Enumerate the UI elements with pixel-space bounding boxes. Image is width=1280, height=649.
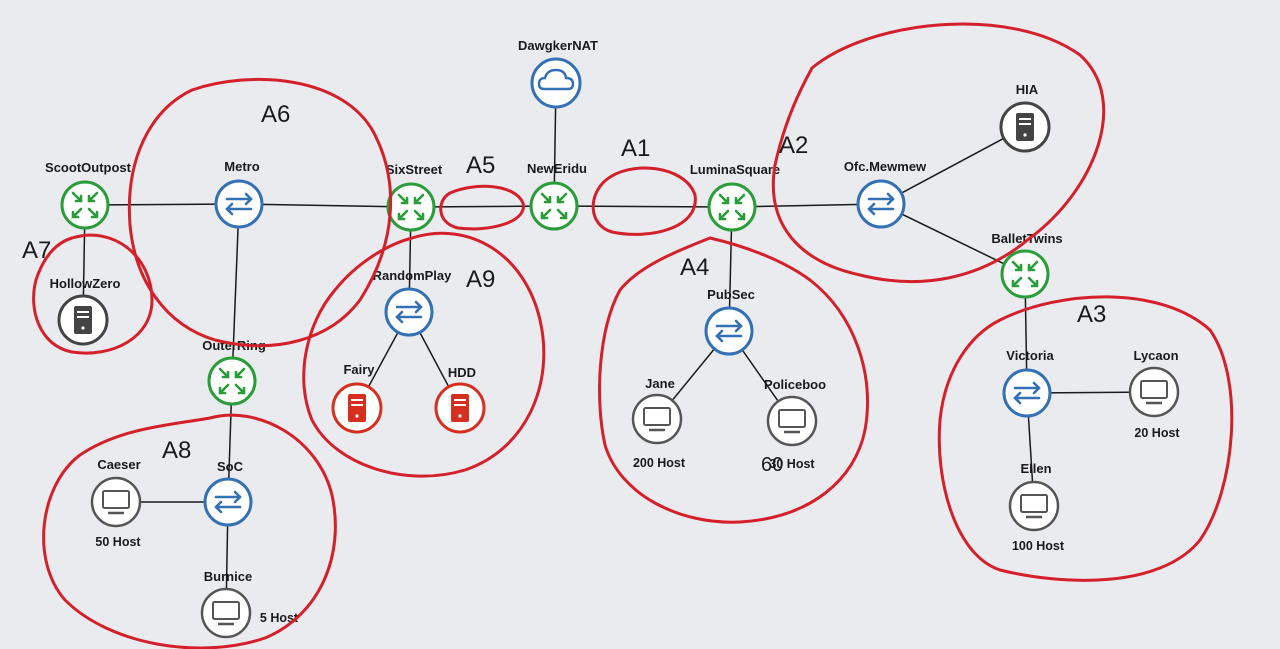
- node-label-scootoutpost: ScootOutpost: [45, 160, 132, 175]
- pc-icon[interactable]: [766, 395, 818, 447]
- router-icon[interactable]: [707, 182, 757, 232]
- node-label-lycaon: Lycaon: [1133, 348, 1178, 363]
- node-label-ofcmewmew: Ofc.Mewmew: [844, 159, 927, 174]
- area-ring-a6: [127, 77, 393, 348]
- node-label-fairy: Fairy: [343, 362, 375, 377]
- pc-icon[interactable]: [200, 587, 252, 639]
- area-ring-a9: [302, 231, 546, 478]
- switch-icon[interactable]: [1002, 368, 1052, 418]
- switch-icon[interactable]: [203, 477, 253, 527]
- area-ring-a4: [598, 236, 869, 524]
- node-label-ellen: Ellen: [1020, 461, 1051, 476]
- node-label-metro: Metro: [224, 159, 259, 174]
- node-label-burnice: Burnice: [204, 569, 252, 584]
- annotation-60: 60: [761, 454, 783, 476]
- area-label-a1: A1: [621, 135, 650, 162]
- node-label-pubsec: PubSec: [707, 287, 755, 302]
- server-icon[interactable]: [331, 382, 383, 434]
- node-label-policeboo: Policeboo: [764, 377, 826, 392]
- switch-icon[interactable]: [214, 179, 264, 229]
- area-label-a4: A4: [680, 254, 709, 281]
- area-ring-a7: [32, 233, 154, 355]
- area-label-a6: A6: [261, 101, 290, 128]
- host-count-caeser: 50 Host: [95, 535, 141, 549]
- switch-icon[interactable]: [704, 306, 754, 356]
- node-label-hollowzero: HollowZero: [50, 276, 121, 291]
- link-ofcmewmew-ballettwins: [880, 203, 1026, 275]
- link-ofcmewmew-hia: [880, 126, 1026, 205]
- router-icon[interactable]: [207, 356, 257, 406]
- router-icon[interactable]: [386, 182, 436, 232]
- pc-icon[interactable]: [1128, 366, 1180, 418]
- area-ring-a2: [771, 22, 1106, 284]
- node-label-caeser: Caeser: [97, 457, 140, 472]
- node-label-ballettwins: BalletTwins: [991, 231, 1062, 246]
- area-label-a8: A8: [162, 437, 191, 464]
- host-counts: 50 Host 5 Host 200 Host 30 Host 20 Host …: [95, 426, 1180, 625]
- node-label-hdd: HDD: [448, 365, 476, 380]
- link-neweridu-luminasquare: [553, 205, 733, 208]
- node-label-soc: SoC: [217, 459, 244, 474]
- switch-icon[interactable]: [856, 179, 906, 229]
- area-label-a5: A5: [466, 152, 495, 179]
- router-icon[interactable]: [60, 180, 110, 230]
- host-count-lycaon: 20 Host: [1134, 426, 1180, 440]
- server-icon[interactable]: [57, 294, 109, 346]
- pc-icon[interactable]: [90, 476, 142, 528]
- area-label-a9: A9: [466, 266, 495, 293]
- node-label-neweridu: NewEridu: [527, 161, 587, 176]
- area-label-a2: A2: [779, 132, 808, 159]
- node-label-victoria: Victoria: [1006, 348, 1054, 363]
- node-label-jane: Jane: [645, 376, 675, 391]
- server-icon[interactable]: [999, 101, 1051, 153]
- cloud-icon[interactable]: [530, 57, 582, 109]
- node-label-sixstreet: SixStreet: [386, 162, 443, 177]
- node-label-luminasquare: LuminaSquare: [690, 162, 780, 177]
- pc-icon[interactable]: [631, 393, 683, 445]
- node-label-hia: HIA: [1016, 82, 1039, 97]
- switch-icon[interactable]: [384, 287, 434, 337]
- link-luminasquare-ofcmewmew: [731, 203, 882, 208]
- host-count-policeboo: 30 Host: [769, 457, 815, 471]
- node-labels: DawgkerNAT NewEridu LuminaSquare SixStre…: [45, 38, 1179, 584]
- link-scootoutpost-metro: [84, 203, 240, 206]
- area-labels: A1 A2 A3 A4 A5 A6 A7 A8 A9 60: [22, 101, 1106, 476]
- area-label-a7: A7: [22, 237, 51, 264]
- area-ring-a1: [591, 166, 697, 236]
- node-label-dawgkernat: DawgkerNAT: [518, 38, 598, 53]
- link-metro-sixstreet: [238, 203, 412, 208]
- pc-icon[interactable]: [1008, 480, 1060, 532]
- node-label-randomplay: RandomPlay: [373, 268, 453, 283]
- host-count-jane: 200 Host: [633, 456, 686, 470]
- area-label-a3: A3: [1077, 301, 1106, 328]
- host-count-ellen: 100 Host: [1012, 539, 1065, 553]
- host-count-burnice: 5 Host: [260, 611, 299, 625]
- area-ring-a5: [439, 184, 525, 231]
- link-metro-outerring: [231, 203, 240, 382]
- area-ring-a3: [937, 295, 1234, 582]
- server-icon[interactable]: [434, 382, 486, 434]
- area-rings: [32, 22, 1234, 649]
- area-ring-a8: [42, 413, 337, 649]
- router-icon[interactable]: [529, 181, 579, 231]
- router-icon[interactable]: [1000, 249, 1050, 299]
